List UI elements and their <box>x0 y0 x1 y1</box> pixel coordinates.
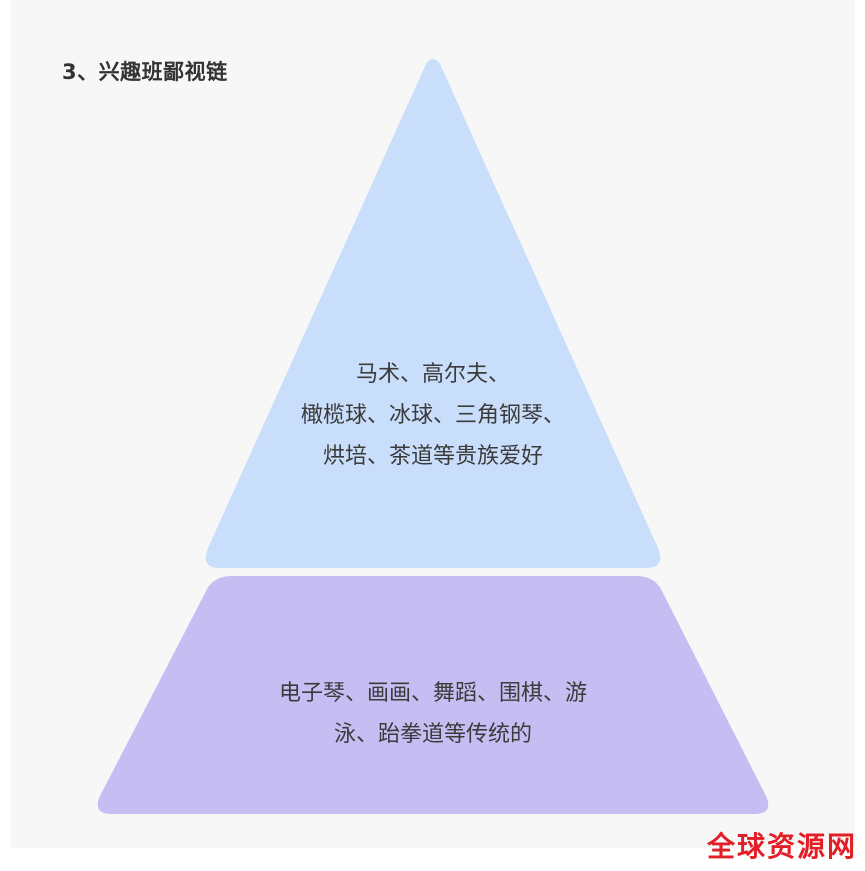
bottom-tier-line: 电子琴、画画、舞蹈、围棋、游 <box>278 681 587 706</box>
top-tier-text: 马术、高尔夫、 橄榄球、冰球、三角钢琴、 烘培、茶道等贵族爱好 <box>233 354 633 477</box>
section-heading: 3、兴趣班鄙视链 <box>62 60 228 84</box>
pyramid-bottom-tier <box>97 576 769 814</box>
pyramid-top-tier <box>205 59 661 568</box>
bottom-tier-text: 电子琴、画画、舞蹈、围棋、游 泳、跆拳道等传统的 <box>233 673 633 755</box>
site-watermark: 全球资源网 <box>706 830 857 863</box>
top-tier-line: 马术、高尔夫、 <box>355 362 510 387</box>
top-tier-line: 烘培、茶道等贵族爱好 <box>322 444 543 469</box>
top-tier-line: 橄榄球、冰球、三角钢琴、 <box>300 403 565 428</box>
bottom-tier-line: 泳、跆拳道等传统的 <box>333 722 532 747</box>
